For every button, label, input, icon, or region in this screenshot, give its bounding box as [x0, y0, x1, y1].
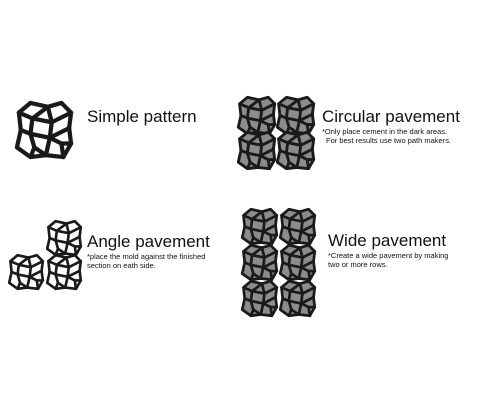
circular-pavement-title: Circular pavement	[322, 107, 460, 126]
wide-pavement-title: Wide pavement	[328, 231, 447, 250]
wide-pavement-note: *Create a wide pavement by making two or…	[328, 251, 448, 269]
wide-pavement-icon	[240, 207, 317, 318]
angle-pavement-note: *place the mold against the finished sec…	[87, 252, 205, 270]
circular-pavement-icon	[236, 95, 316, 170]
circular-note-line-2: For best results use two path makers.	[326, 136, 452, 145]
simple-pattern-title: Simple pattern	[87, 107, 197, 126]
angle-pavement-title: Angle pavement	[87, 232, 210, 251]
wide-note-line-1: *Create a wide pavement by making	[328, 251, 449, 260]
angle-note-line-2: section on eath side.	[87, 261, 156, 270]
circular-pavement-note: *Only place cement in the dark areas. Fo…	[322, 127, 451, 145]
angle-note-line-1: *place the mold against the finished	[87, 252, 206, 261]
angle-pavement-icon	[7, 219, 83, 291]
wide-note-line-2: two or more rows.	[328, 260, 388, 269]
single-mold-icon	[14, 100, 74, 160]
circular-note-line-1: *Only place cement in the dark areas.	[322, 127, 448, 136]
